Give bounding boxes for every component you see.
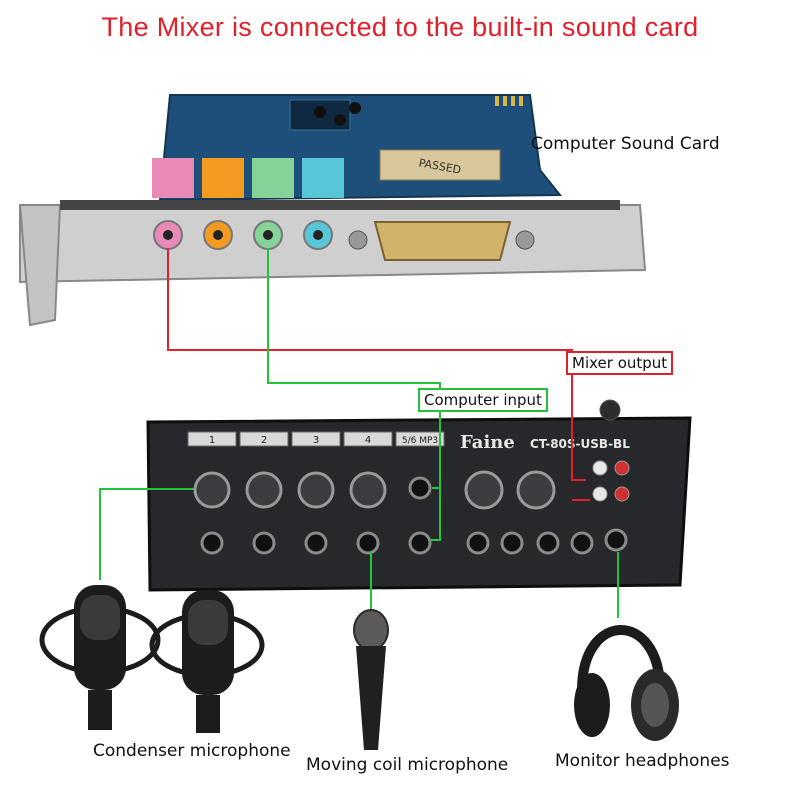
mixer-brand: Faine — [460, 432, 515, 453]
sound-card: PASSED — [152, 94, 563, 202]
xlr-input-1 — [193, 471, 231, 509]
xlr-input-3 — [297, 471, 335, 509]
channel-label: 4 — [365, 435, 371, 446]
computer-input-label: Computer input — [418, 388, 548, 412]
condenser-microphones — [39, 585, 265, 733]
monitor-headphones — [574, 625, 679, 741]
page-title: The Mixer is connected to the built-in s… — [101, 12, 699, 42]
headphones-caption: Monitor headphones — [555, 751, 730, 771]
channel-label: 3 — [313, 435, 319, 446]
pcb-jack-blue — [302, 158, 344, 198]
xlr-input-2 — [245, 471, 283, 509]
channel-label: 2 — [261, 435, 267, 446]
game-port — [373, 221, 512, 261]
sound-card-caption: Computer Sound Card — [531, 134, 720, 154]
red-wire — [167, 248, 586, 481]
green-wire-condenser — [99, 488, 194, 580]
pcb-jack-pink — [152, 158, 194, 198]
mixer: 1 2 3 4 5/6 MP3 Faine CT-80S-USB-BL — [146, 399, 692, 592]
channel-label: 5/6 MP3 — [402, 436, 438, 446]
moving-coil-caption: Moving coil microphone — [306, 755, 509, 775]
xlr-input-4 — [349, 471, 387, 509]
mixer-output-label: Mixer output — [566, 351, 674, 375]
mixer-model: CT-80S-USB-BL — [530, 437, 630, 451]
wires — [99, 248, 619, 618]
card-bracket — [18, 200, 647, 327]
main-out-right — [516, 470, 556, 510]
pcb-jack-orange — [202, 158, 244, 198]
pcb-jack-green — [252, 158, 294, 198]
main-out-left — [464, 470, 504, 510]
channel-label: 1 — [209, 435, 215, 446]
gold-contacts — [495, 96, 523, 106]
green-wire-computer — [267, 248, 441, 541]
moving-coil-microphone — [353, 609, 389, 750]
condenser-mic-caption: Condenser microphone — [93, 741, 291, 761]
